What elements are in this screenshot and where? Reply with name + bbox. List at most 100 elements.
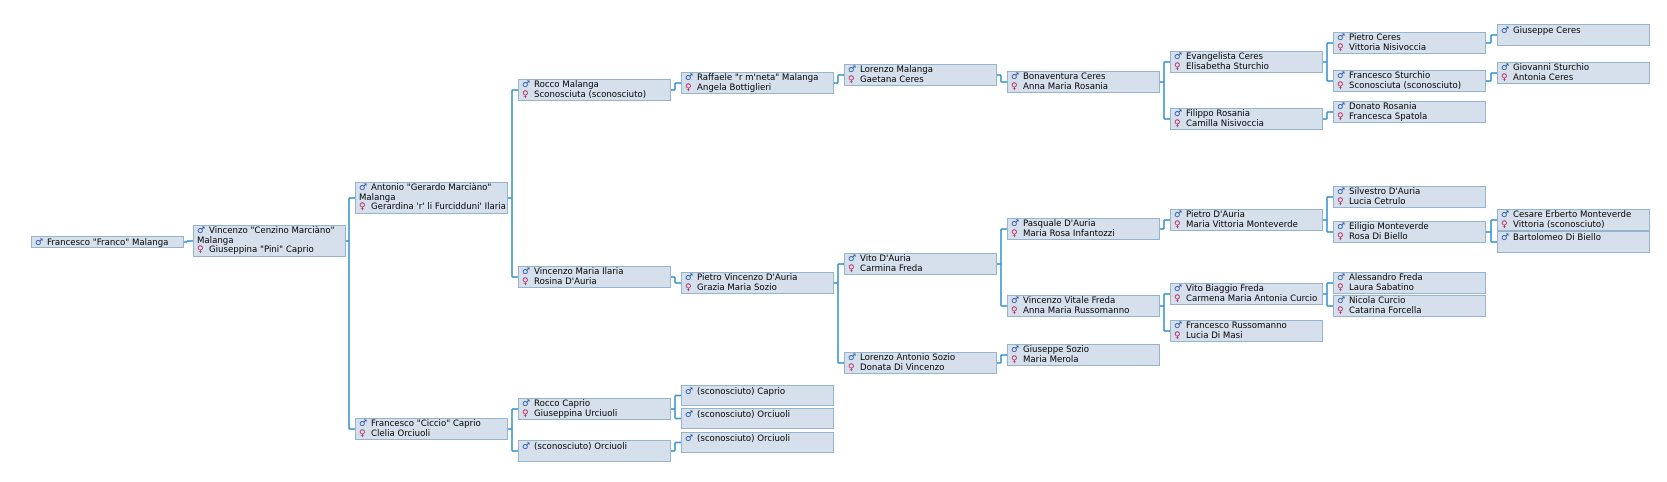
person-name: Silvestro D'Auria <box>1349 187 1421 197</box>
person-box[interactable]: ♂Cesare Erberto Monteverde♀Vittoria (sco… <box>1497 209 1650 231</box>
person-box[interactable]: ♂Pietro Ceres♀Vittoria Nisivoccia <box>1333 32 1486 54</box>
person-box[interactable]: ♂Lorenzo Malanga♀Gaetana Ceres <box>844 64 997 86</box>
person-box[interactable]: ♂Pietro Vincenzo D'Auria♀Grazia Maria So… <box>681 272 834 294</box>
person-name: Anna Maria Russomanno <box>1023 305 1130 316</box>
person-box[interactable]: ♂Nicola Curcio♀Catarina Forcella <box>1333 295 1486 317</box>
male-icon: ♂ <box>1501 63 1510 73</box>
person-name: Vincenzo Vitale Freda <box>1023 296 1116 306</box>
person-line: ♂Francesco "Franco" Malanga <box>35 238 181 248</box>
person-name: Francesco "Franco" Malanga <box>47 238 169 248</box>
person-box[interactable]: ♂Raffaele "r m'neta" Malanga♀Angela Bott… <box>681 72 834 94</box>
male-icon: ♂ <box>848 353 857 363</box>
male-icon: ♂ <box>1501 210 1510 220</box>
person-box[interactable]: ♂Vincenzo Vitale Freda♀Anna Maria Russom… <box>1007 295 1160 317</box>
person-box[interactable]: ♂Rocco Caprio♀Giuseppina Urciuoli <box>518 398 671 420</box>
male-icon: ♂ <box>1011 72 1020 82</box>
female-icon: ♀ <box>1337 196 1344 207</box>
person-name: Lucia Di Masi <box>1186 330 1243 341</box>
person-box[interactable]: ♂Evangelista Ceres♀Elisabetha Sturchio <box>1170 51 1323 73</box>
person-box[interactable]: ♂Lorenzo Antonio Sozio♀Donata Di Vincenz… <box>844 352 997 374</box>
person-name: Rosa Di Biello <box>1349 231 1408 242</box>
female-icon: ♀ <box>848 263 855 274</box>
male-icon: ♂ <box>1501 233 1510 243</box>
male-icon: ♂ <box>1174 284 1183 294</box>
person-name: Filippo Rosania <box>1186 109 1251 119</box>
female-icon: ♀ <box>1501 219 1508 230</box>
person-name: Eiligio Monteverde <box>1349 222 1429 232</box>
person-box[interactable]: ♂Giuseppe Ceres <box>1497 24 1650 46</box>
person-line: ♀Giuseppina "Pini" Caprio <box>197 245 343 256</box>
person-box[interactable]: ♂Francesco "Ciccio" Caprio♀Clelia Orciuo… <box>355 418 508 440</box>
person-line: ♀Lucia Di Masi <box>1174 330 1320 342</box>
person-box[interactable]: ♂Vito Biaggio Freda♀Carmena Maria Antoni… <box>1170 283 1323 305</box>
male-icon: ♂ <box>522 267 531 277</box>
person-line: ♂Lorenzo Antonio Sozio <box>848 353 994 364</box>
person-box[interactable]: ♂(sconosciuto) Orciuoli <box>681 432 834 453</box>
male-icon: ♂ <box>1337 71 1346 81</box>
person-line: ♂Eiligio Monteverde <box>1337 222 1483 233</box>
person-name: Francesco Sturchio <box>1349 71 1431 81</box>
person-box[interactable]: ♂Alessandro Freda♀Laura Sabatino <box>1333 272 1486 294</box>
male-icon: ♂ <box>1337 222 1346 232</box>
male-icon: ♂ <box>1337 187 1346 197</box>
person-line: ♀Carmina Freda <box>848 263 994 275</box>
male-icon: ♂ <box>685 410 694 420</box>
female-icon: ♀ <box>685 82 692 93</box>
person-line: ♂Francesco "Ciccio" Caprio <box>359 419 505 430</box>
person-name: Malanga <box>359 192 396 203</box>
person-name: Camilla Nisivoccia <box>1186 118 1264 129</box>
person-name: Malanga <box>197 235 234 246</box>
person-line: ♂Vito D'Auria <box>848 254 994 265</box>
person-line: ♂Donato Rosania <box>1337 102 1483 113</box>
person-name: Lorenzo Malanga <box>860 65 933 75</box>
male-icon: ♂ <box>848 65 857 75</box>
female-icon: ♀ <box>522 408 529 419</box>
person-line: ♀Antonia Ceres <box>1501 73 1647 84</box>
female-icon: ♀ <box>359 428 366 439</box>
person-box[interactable]: ♂Giovanni Sturchio♀Antonia Ceres <box>1497 62 1650 84</box>
female-icon: ♀ <box>197 245 204 255</box>
person-name: Antonio "Gerardo Marciàno" <box>371 183 492 193</box>
person-box[interactable]: ♂Donato Rosania♀Francesca Spatola <box>1333 101 1486 123</box>
person-line: ♀Vittoria Nisivoccia <box>1337 43 1483 54</box>
male-icon: ♂ <box>522 442 531 452</box>
person-box[interactable]: ♂(sconosciuto) Orciuoli <box>518 440 671 462</box>
person-box[interactable]: ♂Francesco Sturchio♀Sconosciuta (sconosc… <box>1333 70 1486 92</box>
person-line: ♀Laura Sabatino <box>1337 283 1483 294</box>
person-line: ♂Vincenzo "Cenzino Marciàno" <box>197 226 343 237</box>
person-box[interactable]: ♂Filippo Rosania♀Camilla Nisivoccia <box>1170 108 1323 130</box>
person-name: (sconosciuto) Caprio <box>697 387 786 397</box>
person-box[interactable]: ♂Eiligio Monteverde♀Rosa Di Biello <box>1333 221 1486 243</box>
male-icon: ♂ <box>1174 52 1183 62</box>
person-box[interactable]: ♂Antonio "Gerardo Marciàno"Malanga♀Gerar… <box>355 182 508 214</box>
person-box[interactable]: ♂Vito D'Auria♀Carmina Freda <box>844 253 997 275</box>
person-name: Francesca Spatola <box>1349 111 1428 122</box>
person-name: Bartolomeo Di Biello <box>1513 233 1601 243</box>
male-icon: ♂ <box>1337 273 1346 283</box>
person-box[interactable]: ♂Silvestro D'Auria ♀ Lucia Cetrulo <box>1333 186 1486 208</box>
person-name: Giuseppina Urciuoli <box>534 408 618 419</box>
person-box[interactable]: ♂Bartolomeo Di Biello <box>1497 231 1650 253</box>
person-box[interactable]: ♂Rocco Malanga♀Sconosciuta (sconosciuto) <box>518 79 671 101</box>
female-icon: ♀ <box>1337 305 1344 316</box>
male-icon: ♂ <box>35 238 44 248</box>
person-line: ♂Giuseppe Ceres <box>1501 26 1647 37</box>
person-box[interactable]: ♂Francesco Russomanno♀Lucia Di Masi <box>1170 320 1323 342</box>
person-box[interactable]: ♂(sconosciuto) Orciuoli <box>681 408 834 429</box>
person-box[interactable]: ♂Pietro D'Auria♀Maria Vittoria Monteverd… <box>1170 209 1323 231</box>
person-name: Lucia Cetrulo <box>1349 196 1406 207</box>
person-box[interactable]: ♂Pasquale D'Auria♀Maria Rosa Infantozzi <box>1007 218 1160 240</box>
person-line: ♀Gerardina 'r' li Furcidduni' Ilaria <box>359 202 506 213</box>
person-box[interactable]: ♂Vincenzo Maria Ilaria♀Rosina D'Auria <box>518 266 671 288</box>
person-line: ♀Vittoria (sconosciuto) <box>1501 219 1647 231</box>
person-box[interactable]: ♂(sconosciuto) Caprio <box>681 385 834 406</box>
male-icon: ♂ <box>359 419 368 429</box>
person-box[interactable]: ♂Vincenzo "Cenzino Marciàno"Malanga♀Gius… <box>193 225 346 257</box>
person-box[interactable]: ♂Francesco "Franco" Malanga <box>31 236 184 248</box>
person-box[interactable]: ♂Giuseppe Sozio♀Maria Merola <box>1007 344 1160 366</box>
person-box[interactable]: ♂Bonaventura Ceres♀Anna Maria Rosania <box>1007 71 1160 93</box>
person-name: Vito D'Auria <box>860 254 911 264</box>
person-name: Gerardina 'r' li Furcidduni' Ilaria <box>371 202 506 212</box>
